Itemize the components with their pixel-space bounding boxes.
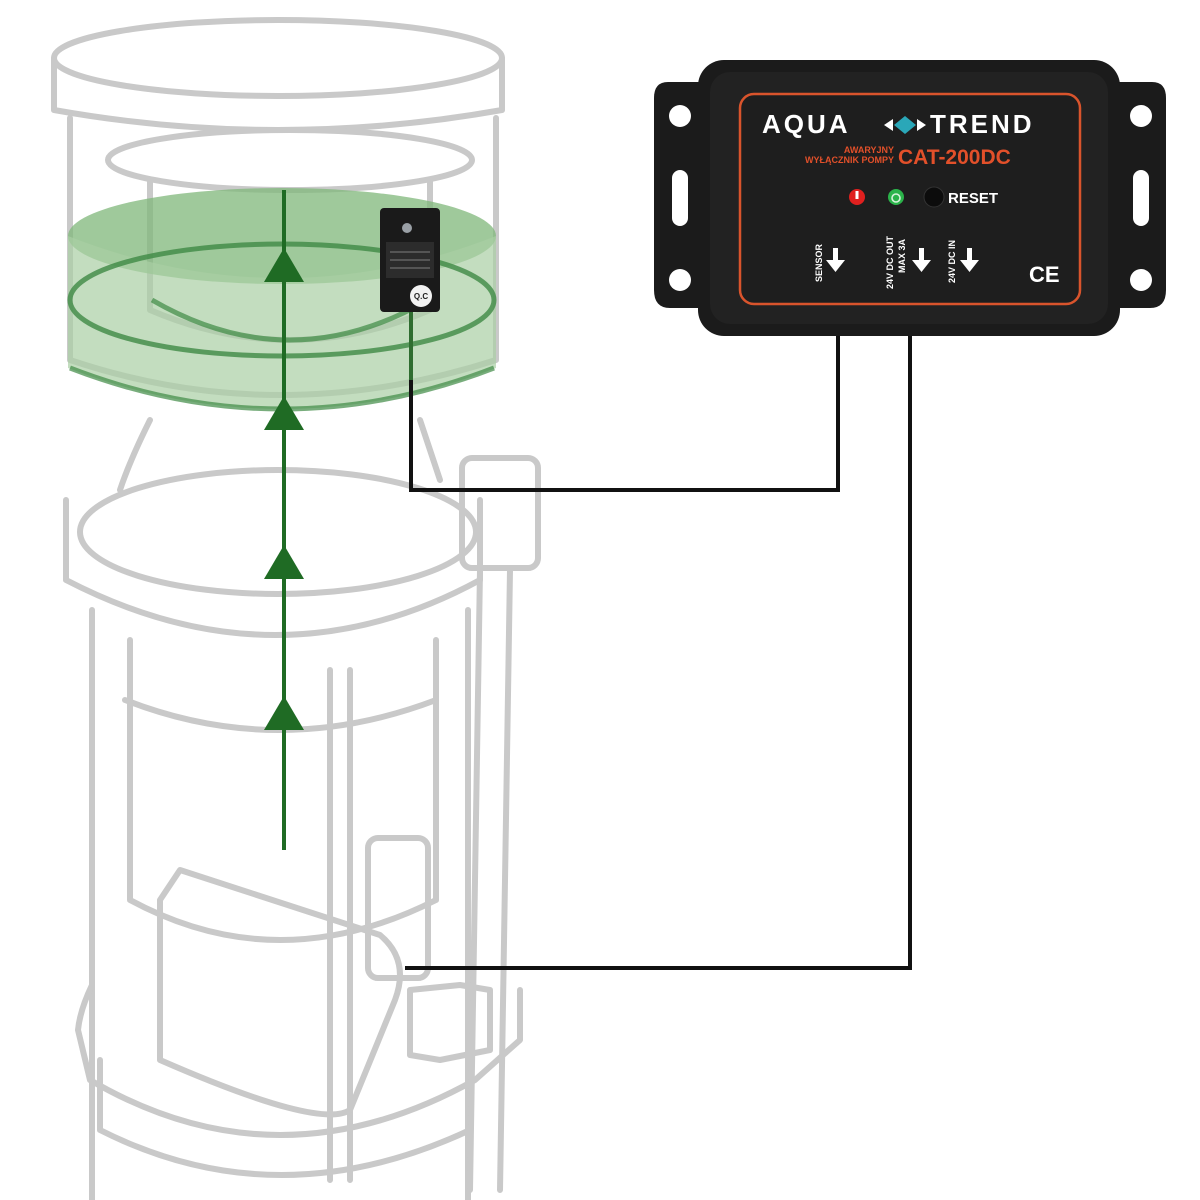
- mount-slot-left: [672, 170, 688, 226]
- skimmer-body-ring: [77, 467, 479, 597]
- skimmer-lid-top: [51, 17, 505, 99]
- device-subtitle-line1: AWARYJNY: [844, 145, 894, 155]
- flow-arrowhead-1: [264, 248, 304, 282]
- port-sensor-label: SENSOR: [814, 243, 824, 282]
- reset-button-icon[interactable]: [923, 186, 945, 208]
- mount-slot-right: [1133, 170, 1149, 226]
- mount-hole-bottom-left: [669, 269, 691, 291]
- arrow-down-icon: [912, 248, 931, 272]
- skimmer-body-ring-outer: [63, 497, 483, 638]
- qc-badge-icon: [410, 285, 432, 307]
- water-inner-ring: [150, 297, 430, 343]
- level-sensor: Q.C: [380, 208, 440, 312]
- skimmer-neck: [117, 417, 443, 493]
- flow-arrowhead-3: [264, 545, 304, 579]
- sensor-cable: [409, 312, 840, 492]
- sensor-led-icon: [402, 223, 412, 233]
- arrow-down-icon: [960, 248, 979, 272]
- device-model: CAT-200DC: [898, 146, 1011, 169]
- skimmer-cup-inner-top: [105, 127, 475, 193]
- port-in-label: 24V DC IN: [947, 240, 957, 283]
- pump-inlet: [407, 982, 493, 1063]
- power-led-symbol: [891, 193, 901, 203]
- pump-cable: [405, 330, 912, 970]
- control-unit: AQUA TREND AWARYJNY WYŁĄCZNIK POMPY CAT-…: [654, 60, 1166, 336]
- port-out-label-line2: MAX 3A: [897, 238, 907, 273]
- mount-hole-top-right: [1130, 105, 1152, 127]
- reset-label: RESET: [948, 190, 998, 207]
- cables: [405, 312, 912, 970]
- brand-arrow-left-icon: [884, 119, 893, 131]
- brand-logo-aqua: AQUA: [762, 109, 851, 139]
- skimmer-base: [75, 982, 523, 1138]
- skimmer-chamber: [89, 607, 471, 1200]
- skimmer-side-pipe-top: [459, 455, 541, 571]
- qc-badge-text: Q.C: [414, 292, 428, 301]
- power-led-icon: [888, 189, 904, 205]
- skimmer-base-ring: [97, 1057, 473, 1178]
- exclamation-led-mark: [855, 191, 859, 199]
- port-out-label-line1: 24V DC OUT: [885, 235, 895, 289]
- brand-arrow-right-icon: [917, 119, 926, 131]
- water-flow-arrow: [264, 190, 304, 850]
- front-panel: [738, 92, 1082, 306]
- arrow-down-icon: [826, 248, 845, 272]
- flow-arrowhead-4: [264, 696, 304, 730]
- ce-mark: CE: [1029, 262, 1060, 287]
- brand-logo-trend: TREND: [930, 109, 1035, 139]
- pump-body: [157, 867, 403, 1118]
- mount-hole-top-left: [669, 105, 691, 127]
- device-subtitle-line2: WYŁĄCZNIK POMPY: [805, 155, 894, 165]
- skimmer-side-pipe: [467, 567, 513, 1193]
- flow-arrowhead-2: [264, 396, 304, 430]
- mount-hole-bottom-right: [1130, 269, 1152, 291]
- brand-diamond-icon: [894, 116, 916, 134]
